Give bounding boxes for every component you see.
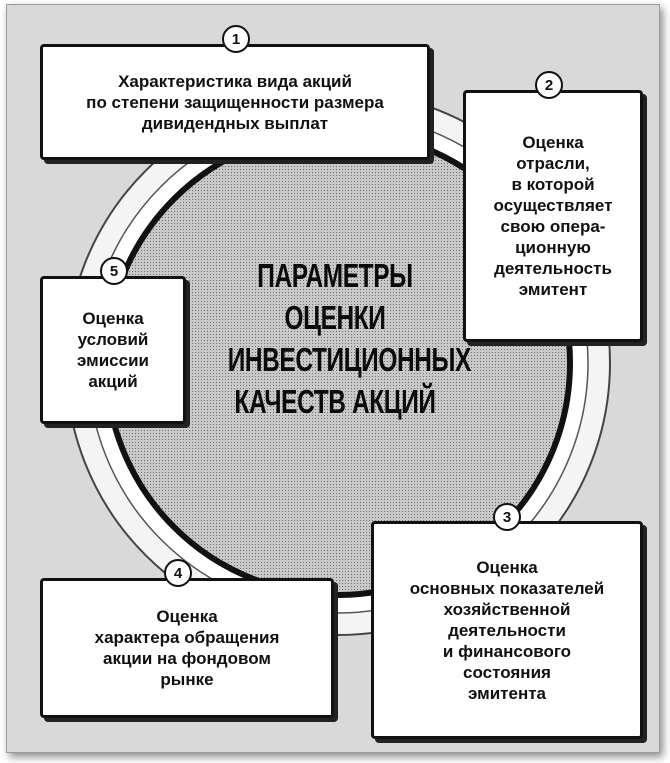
parameter-number-5: 5 [100,257,128,285]
parameter-text-4: Оценка характера обращения акции на фонд… [94,607,280,689]
parameter-text-3: Оценка основных показателей хозяйственно… [409,557,605,703]
parameter-number-1: 1 [222,25,250,53]
parameter-box-4: Оценка характера обращения акции на фонд… [40,578,334,718]
parameter-number-4: 4 [164,559,192,587]
parameter-number-2: 2 [535,71,563,99]
parameter-box-1: Характеристика вида акций по степени защ… [40,44,430,160]
parameter-box-5: Оценка условий эмиссии акций [40,276,186,424]
parameter-box-3: Оценка основных показателей хозяйственно… [371,521,643,739]
parameter-number-3: 3 [493,503,521,531]
parameter-text-2: Оценка отрасли, в которой осуществляет с… [493,133,613,299]
parameter-text-1: Характеристика вида акций по степени защ… [86,71,384,133]
center-title: ПАРАМЕТРЫ ОЦЕНКИ ИНВЕСТИЦИОННЫХ КАЧЕСТВ … [227,257,472,420]
parameter-box-2: Оценка отрасли, в которой осуществляет с… [463,90,643,342]
parameter-text-5: Оценка условий эмиссии акций [76,309,149,391]
